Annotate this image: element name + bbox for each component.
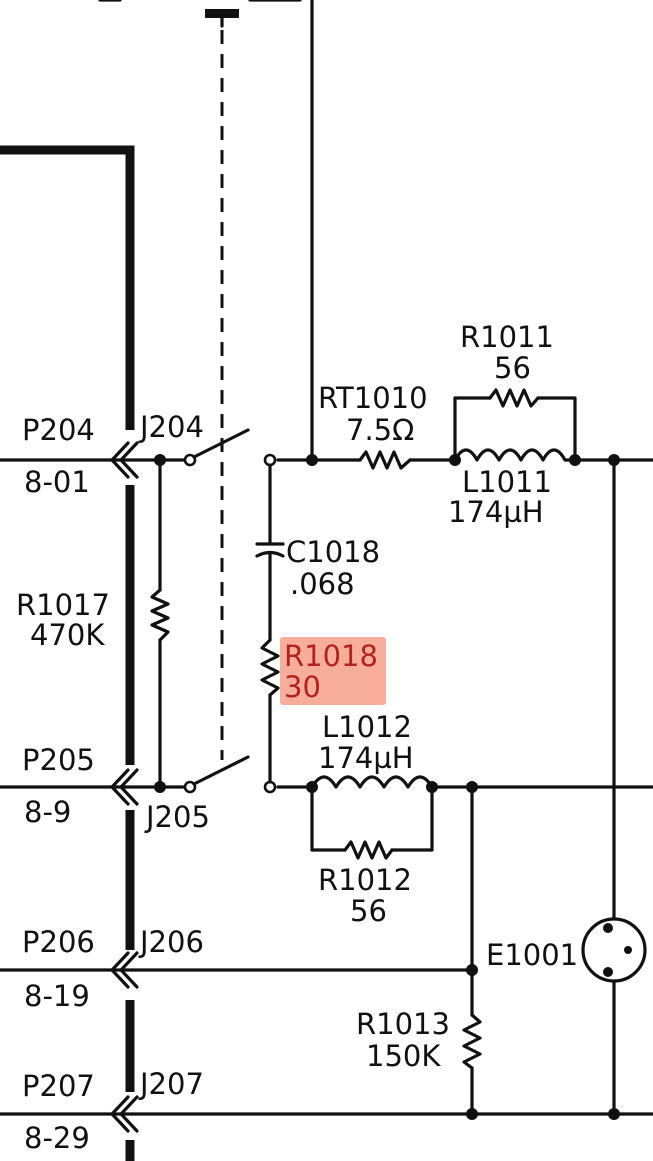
resistor-rt1010 xyxy=(358,450,412,470)
label-l1011-value: 174µH xyxy=(448,495,544,529)
label-p207-pin: 8-29 xyxy=(24,1121,90,1155)
label-e1001: E1001 xyxy=(486,938,578,972)
label-j205: J205 xyxy=(144,800,210,834)
label-j206: J206 xyxy=(138,925,204,959)
parallel-l1012-r1012 xyxy=(310,775,434,860)
connector-p204-j204 xyxy=(110,441,139,479)
label-r1018-value: 30 xyxy=(284,670,321,704)
capacitor-c1018 xyxy=(255,463,285,642)
junction-dots xyxy=(154,454,620,1120)
connector-p206-j206 xyxy=(110,951,139,989)
top-cut-symbol xyxy=(98,0,302,28)
r1018-highlight xyxy=(280,637,386,705)
label-c1018-ref: C1018 xyxy=(286,535,380,569)
label-r1011-value: 56 xyxy=(494,351,531,385)
label-l1011-ref: L1011 xyxy=(462,465,552,499)
label-r1012-value: 56 xyxy=(350,894,387,928)
label-p206: P206 xyxy=(22,925,95,959)
label-j207: J207 xyxy=(138,1067,204,1101)
label-r1011-ref: R1011 xyxy=(460,320,554,354)
resistor-r1013 xyxy=(462,785,482,1116)
label-p205: P205 xyxy=(22,743,95,777)
label-rt1010-ref: RT1010 xyxy=(318,381,428,415)
connector-p207-j207 xyxy=(110,1095,139,1133)
resistor-r1017 xyxy=(150,458,170,789)
relay-contact-j205 xyxy=(183,755,277,794)
parallel-r1011-l1011 xyxy=(453,388,577,462)
label-p206-pin: 8-19 xyxy=(24,979,90,1013)
label-p204-pin: 8-01 xyxy=(24,465,90,499)
label-r1013-value: 150K xyxy=(366,1039,441,1073)
label-r1017-value: 470K xyxy=(30,618,105,652)
label-r1017-ref: R1017 xyxy=(16,588,110,622)
label-p207: P207 xyxy=(22,1069,95,1103)
label-l1012-ref: L1012 xyxy=(322,710,412,744)
resistor-r1018 xyxy=(260,638,280,784)
label-r1013-ref: R1013 xyxy=(356,1007,450,1041)
label-r1018-ref: R1018 xyxy=(284,639,378,673)
label-p204: P204 xyxy=(22,413,95,447)
label-c1018-value: .068 xyxy=(290,567,355,601)
label-j204: J204 xyxy=(138,410,204,444)
label-l1012-value: 174µH xyxy=(318,741,414,775)
spark-gap-e1001 xyxy=(581,458,647,1116)
label-r1012-ref: R1012 xyxy=(318,863,412,897)
connector-p205-j205 xyxy=(110,768,139,806)
label-rt1010-value: 7.5Ω xyxy=(346,413,414,447)
label-p205-pin: 8-9 xyxy=(24,795,71,829)
heavy-bus xyxy=(0,145,135,1161)
